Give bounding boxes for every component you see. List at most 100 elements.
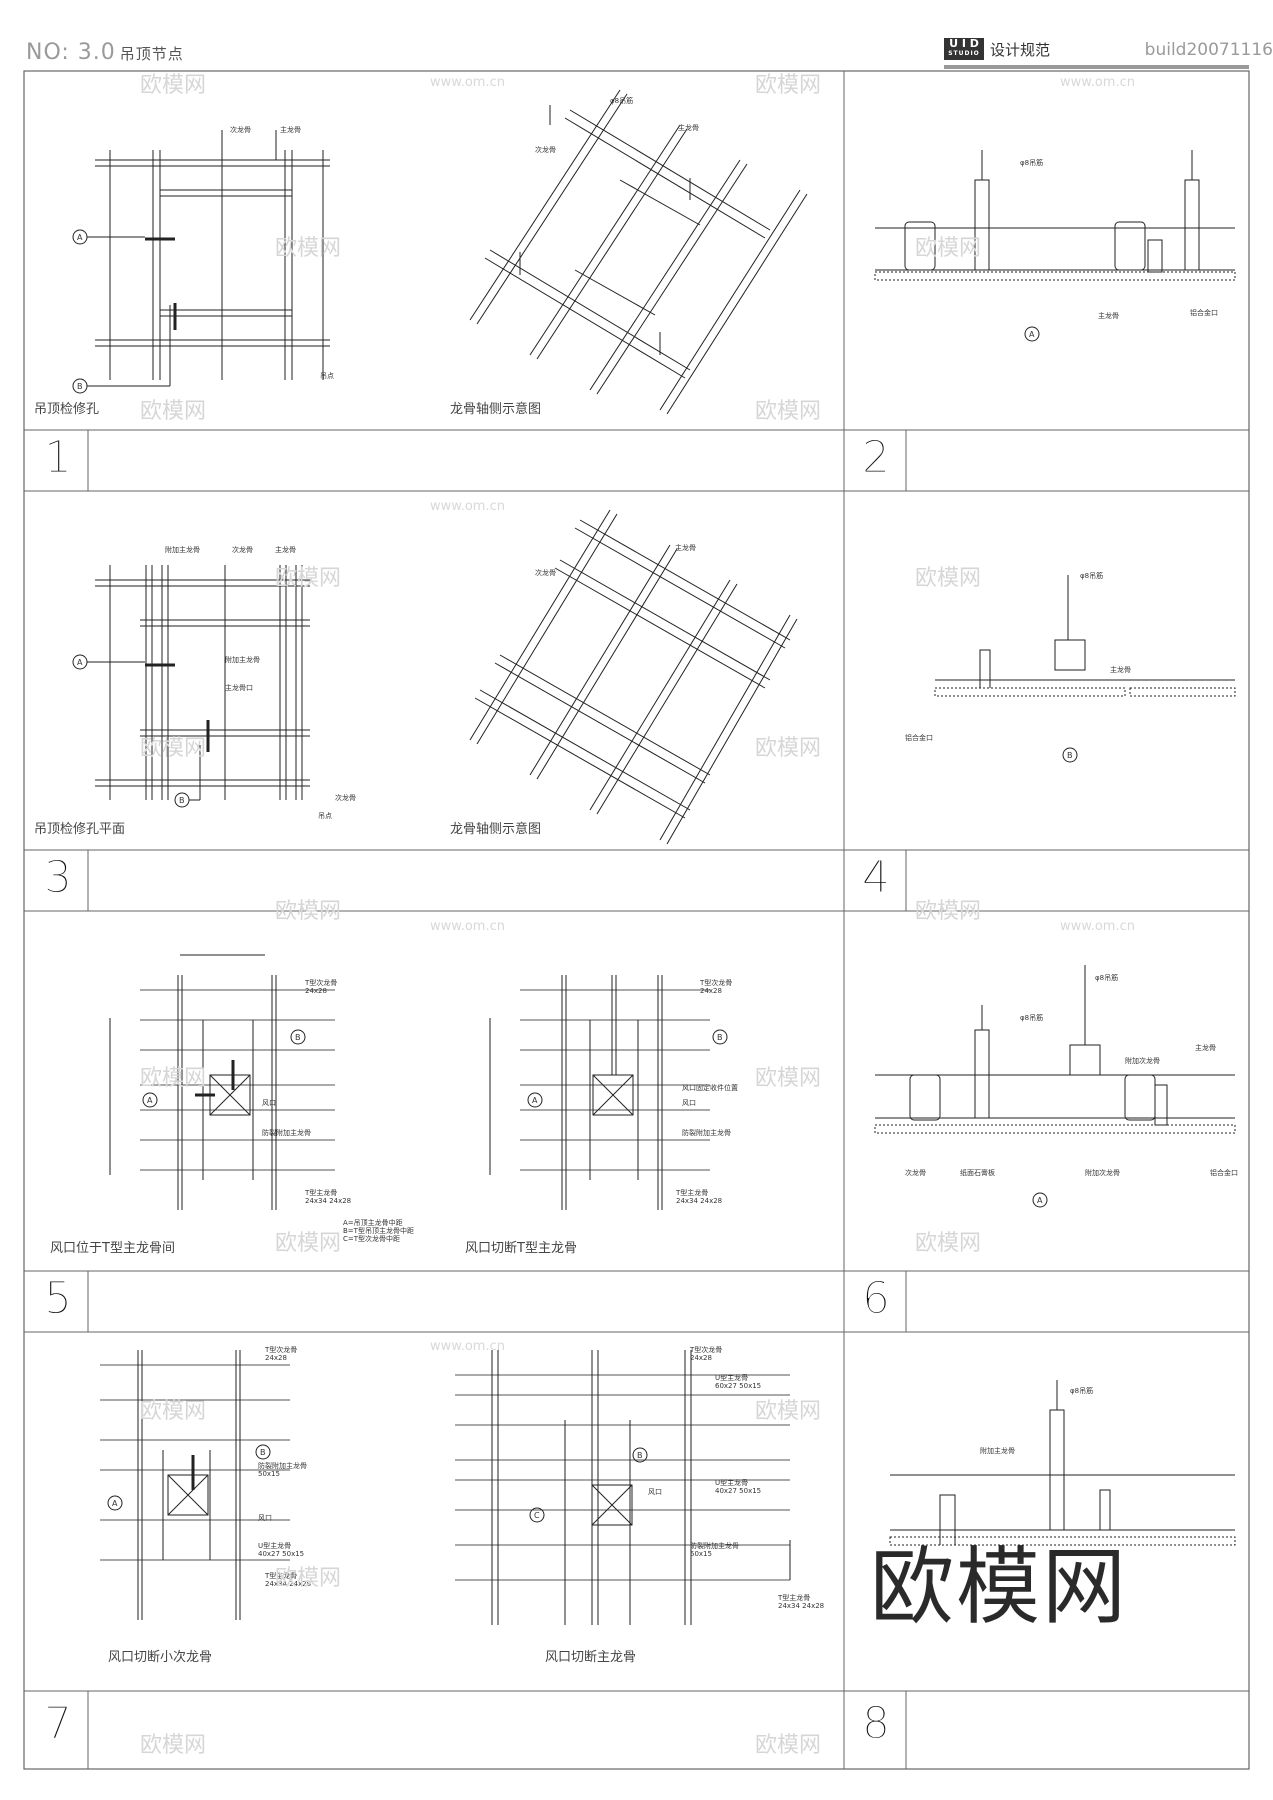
caption-panel-7-left: 风口切断小次龙骨 xyxy=(108,1650,213,1665)
lbl-fujiaci-6: 附加次龙骨 xyxy=(1125,1056,1160,1065)
lbl-size40-7l: 40x27 50x15 xyxy=(258,1550,304,1558)
logo-text: 设计规范 xyxy=(990,40,1051,59)
marker-b-5l: B xyxy=(295,1033,301,1042)
lbl-diaojin-2: φ8吊筋 xyxy=(1020,158,1043,167)
lbl-diaojin-ax1: φ8吊筋 xyxy=(610,96,633,105)
caption-panel-5-right: 风口切断T型主龙骨 xyxy=(465,1241,577,1256)
wm-brand-15: 欧模网 xyxy=(275,1231,341,1256)
panel-3-plan xyxy=(72,565,310,808)
lbl-ci-ax3: 次龙骨 xyxy=(535,568,556,577)
lbl-fujia-3b: 附加主龙骨 xyxy=(225,655,260,664)
lbl-zhu-3: 主龙骨 xyxy=(275,545,296,554)
lbl-fangjia-5r: 防裂附加主龙骨 xyxy=(682,1128,731,1137)
lbl-zhu-4: 主龙骨 xyxy=(1110,665,1131,674)
build-id: build20071116 xyxy=(1144,40,1273,60)
lbl-lvhejin-2: 铝合金口 xyxy=(1190,308,1218,317)
marker-a-2: A xyxy=(1029,330,1035,339)
panel-number-7: 7 xyxy=(44,1698,73,1750)
caption-panel-3-right: 龙骨轴侧示意图 xyxy=(450,822,542,837)
logo-bottom-text: STUDIO xyxy=(948,50,980,57)
lbl-diaojin-8: φ8吊筋 xyxy=(1070,1386,1093,1395)
marker-a-5l: A xyxy=(147,1096,153,1105)
lbl-fangjia-5l: 防裂附加主龙骨 xyxy=(262,1128,311,1137)
marker-a-6: A xyxy=(1037,1196,1043,1205)
panel-8-section xyxy=(889,1380,1236,1546)
lbl-uzhu-7r: U型主龙骨 xyxy=(715,1373,748,1382)
lbl-tci-5l: T型次龙骨 xyxy=(304,978,337,987)
panel-4-section xyxy=(934,575,1236,763)
panel-7-plan-right xyxy=(455,1350,791,1625)
lbl-fengkoudui-5r: 风口固定收件位置 xyxy=(682,1083,738,1092)
lbl-tzhu-5r: T型主龙骨 xyxy=(675,1188,708,1197)
lbl-fujia-6: 附加次龙骨 xyxy=(1085,1168,1120,1177)
panel-3-axonometric xyxy=(469,509,798,845)
wm-brand-14: 欧模网 xyxy=(755,1066,821,1091)
lbl-fujia-8: 附加主龙骨 xyxy=(980,1446,1015,1455)
marker-b-5r: B xyxy=(717,1033,723,1042)
wm-site-6: www.om.cn xyxy=(1060,919,1135,934)
lbl-fengkou-5r: 风口 xyxy=(682,1099,696,1107)
lbl-tzhu-5l: T型主龙骨 xyxy=(304,1188,337,1197)
wm-site-1: www.om.cn xyxy=(430,75,505,90)
panel-2-section xyxy=(874,150,1236,342)
header-rule xyxy=(944,65,1249,69)
marker-b-3: B xyxy=(179,796,185,805)
lbl-size-7l: 24x28 xyxy=(265,1354,287,1362)
lbl-size34-7r: 24x34 24x28 xyxy=(778,1602,824,1610)
lbl-size34-5l: 24x34 24x28 xyxy=(305,1197,351,1205)
watermark-layer: www.om.cn www.om.cn www.om.cn www.om.cn … xyxy=(430,75,1135,1354)
lbl-size34-7l: 24x34 24x28 xyxy=(265,1580,311,1588)
lbl-ci-3: 次龙骨 xyxy=(232,545,253,554)
lbl-size-5r: 24x28 xyxy=(700,987,722,995)
marker-a-1: A xyxy=(77,233,83,242)
row-dividers xyxy=(24,429,1249,1769)
wm-site-2: www.om.cn xyxy=(1060,75,1135,90)
caption-panel-1-right: 龙骨轴侧示意图 xyxy=(450,402,542,417)
panel-number-2: 2 xyxy=(862,432,891,484)
panel-number-8: 8 xyxy=(862,1698,891,1750)
panel-1-axonometric xyxy=(469,89,808,415)
wm-site-3: www.om.cn xyxy=(430,499,505,514)
lbl-tci-7r: T型次龙骨 xyxy=(689,1345,722,1354)
wm-brand-4: 欧模网 xyxy=(915,236,981,261)
marker-a-7l: A xyxy=(112,1499,118,1508)
lbl-zhu-ax1: 主龙骨 xyxy=(678,123,699,132)
lbl-diaojin-6a: φ8吊筋 xyxy=(1020,1013,1043,1022)
lbl-note-c: C=T型次龙骨中距 xyxy=(343,1234,400,1243)
lbl-ci-ax1: 次龙骨 xyxy=(535,145,556,154)
marker-b-1: B xyxy=(77,382,83,391)
wm-brand-9: 欧模网 xyxy=(140,736,206,761)
wm-brand-5: 欧模网 xyxy=(140,399,206,424)
marker-a-3: A xyxy=(77,658,83,667)
wm-site-4: www.om.cn xyxy=(430,919,505,934)
wm-brand-10: 欧模网 xyxy=(755,736,821,761)
panel-number-6: 6 xyxy=(862,1273,891,1325)
panel-5-plan-left xyxy=(109,954,335,1210)
lbl-fengkou-7r: 风口 xyxy=(648,1488,662,1496)
sheet-title: 吊顶节点 xyxy=(119,45,184,63)
marker-b-7r: B xyxy=(637,1451,643,1460)
lbl-tzhu-7r: T型主龙骨 xyxy=(777,1593,810,1602)
lbl-lvhejin-6: 铝合金口 xyxy=(1210,1168,1238,1177)
wm-brand-12: 欧模网 xyxy=(915,899,981,924)
lbl-zhu-ax3: 主龙骨 xyxy=(675,543,696,552)
watermark-brand-layer: 欧模网 欧模网 欧模网 欧模网 欧模网 欧模网 欧模网 欧模网 欧模网 欧模网 … xyxy=(140,73,981,1758)
wm-brand-17: 欧模网 xyxy=(140,1399,206,1424)
panel-number-5: 5 xyxy=(44,1273,73,1325)
lbl-diaodian-1: 吊点 xyxy=(320,372,334,380)
sheet-number-text: NO: 3.0 xyxy=(26,40,116,65)
lbl-fujia-3: 附加主龙骨 xyxy=(165,545,200,554)
wm-brand-20: 欧模网 xyxy=(140,1733,206,1758)
lbl-size60-7r: 60x27 50x15 xyxy=(715,1382,761,1390)
wm-brand-1: 欧模网 xyxy=(140,73,206,98)
lbl-ci-1: 次龙骨 xyxy=(230,125,251,134)
lbl-lvhejin-4: 铝合金口 xyxy=(905,733,933,742)
wm-brand-2: 欧模网 xyxy=(755,73,821,98)
lbl-uzhu-7l: U型主龙骨 xyxy=(258,1541,291,1550)
marker-b-7l: B xyxy=(260,1448,266,1457)
caption-panel-7-right: 风口切断主龙骨 xyxy=(545,1650,637,1665)
lbl-ci-3b: 次龙骨 xyxy=(335,793,356,802)
